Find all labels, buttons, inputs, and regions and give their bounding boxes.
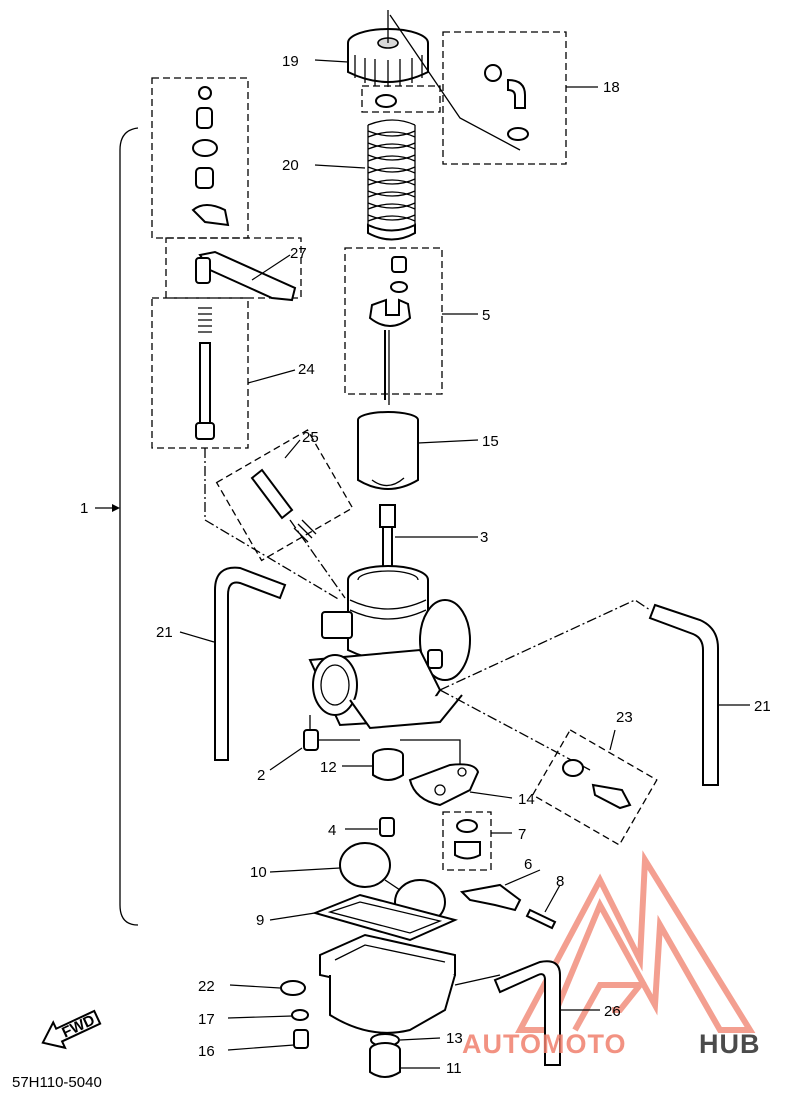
callout-15: 15 <box>482 433 499 450</box>
part-26-hose <box>493 960 561 1066</box>
callout-1: 1 <box>80 500 88 517</box>
callout-14: 14 <box>518 791 535 808</box>
part-22-washer <box>280 980 306 996</box>
callout-7: 7 <box>518 826 526 843</box>
watermark-logo <box>515 850 756 1033</box>
part-15-throttle-valve <box>357 411 419 490</box>
callout-3: 3 <box>480 529 488 546</box>
callout-11: 11 <box>446 1060 462 1077</box>
part-2-screw <box>303 729 319 751</box>
part-code: 57H110-5040 <box>12 1074 102 1091</box>
part-7-jet <box>454 819 481 860</box>
part-12-jet <box>372 748 404 781</box>
callout-5: 5 <box>482 307 490 324</box>
float-bowl <box>319 933 456 1034</box>
part-16-screw <box>293 1029 309 1049</box>
fwd-arrow: FWD <box>41 1009 102 1050</box>
part-5-needle <box>368 256 412 405</box>
callout-13: 13 <box>446 1030 463 1047</box>
watermark-text: AUTO MOTO HUB <box>462 1029 761 1059</box>
callout-19: 19 <box>282 53 299 70</box>
callout-12: 12 <box>320 759 337 776</box>
part-27-lever <box>195 250 297 302</box>
part-3-needle-jet <box>379 504 396 573</box>
callout-2: 2 <box>257 767 265 784</box>
part-8-pin <box>525 908 557 930</box>
part-11-plug <box>369 1042 401 1078</box>
watermark-text-hub: HUB <box>699 1029 761 1059</box>
part-17-washer <box>291 1009 309 1021</box>
fwd-label: FWD <box>59 1012 97 1042</box>
part-23-screw <box>562 759 632 810</box>
part-21-hose-right <box>648 603 719 786</box>
callout-4: 4 <box>328 822 336 839</box>
part-21-hose-left <box>214 566 287 761</box>
callout-25: 25 <box>302 429 319 446</box>
part-9-gasket <box>311 893 459 942</box>
callout-22: 22 <box>198 978 215 995</box>
callout-17: 17 <box>198 1011 215 1028</box>
callout-24: 24 <box>298 361 315 378</box>
watermark-text-moto: MOTO <box>542 1029 627 1059</box>
callout-9: 9 <box>256 912 264 929</box>
assembly-bracket <box>119 127 139 926</box>
part-4-jet <box>379 817 395 837</box>
callout-27: 27 <box>290 245 307 262</box>
callout-20: 20 <box>282 157 299 174</box>
part-18-elbow <box>484 64 529 141</box>
part-27-hardware <box>191 86 230 227</box>
carburetor-body <box>308 565 471 730</box>
part-6-clip <box>459 883 522 912</box>
part-24-screw <box>195 307 215 440</box>
callout-21-left: 21 <box>156 624 173 641</box>
callout-18: 18 <box>603 79 620 96</box>
callout-23: 23 <box>616 709 633 726</box>
callout-26: 26 <box>604 1003 621 1020</box>
callout-21-right: 21 <box>754 698 771 715</box>
part-19-cap <box>347 10 429 87</box>
watermark-text-auto: AUTO <box>462 1029 542 1059</box>
part-14-gasket-plate <box>408 763 480 807</box>
callout-10: 10 <box>250 864 267 881</box>
callout-8: 8 <box>556 873 564 890</box>
callout-6: 6 <box>524 856 532 873</box>
part-20-spring <box>367 119 416 241</box>
callout-16: 16 <box>198 1043 215 1060</box>
part-25-pilot-screw <box>250 468 317 543</box>
